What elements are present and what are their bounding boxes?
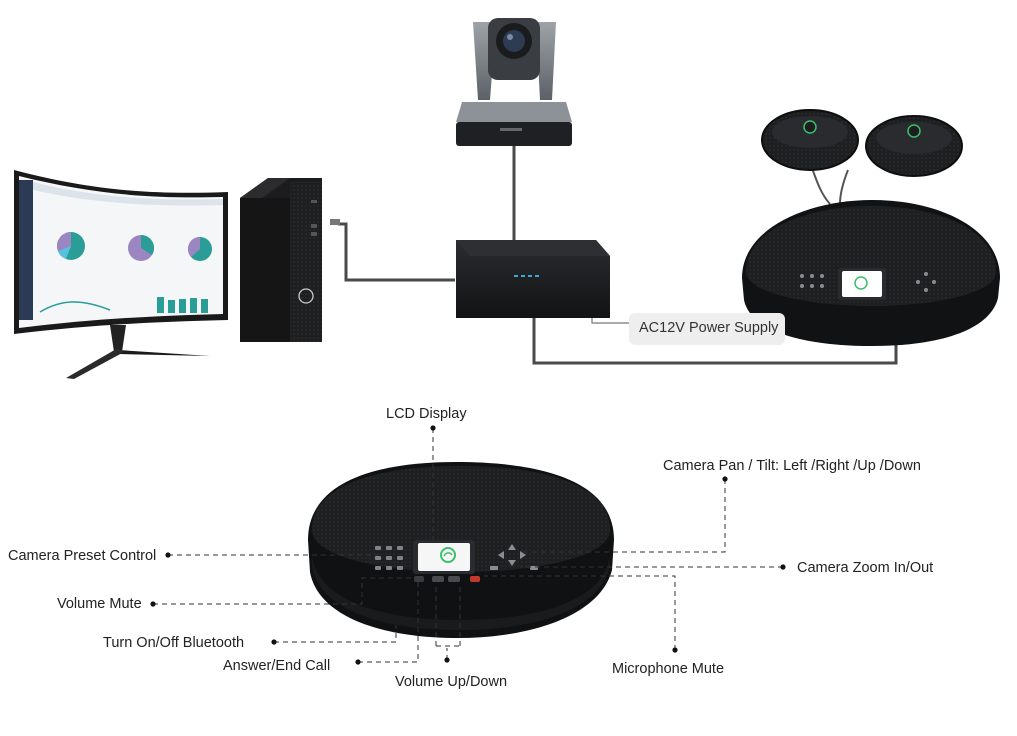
pie-chart-icon-3 xyxy=(187,236,212,261)
callout-dots xyxy=(150,425,786,665)
label-camera-zoom: Camera Zoom In/Out xyxy=(797,560,933,576)
pc-cable xyxy=(338,222,455,282)
monitor-icon xyxy=(14,170,228,379)
label-bluetooth: Turn On/Off Bluetooth xyxy=(103,635,244,651)
leader-bluetooth xyxy=(274,625,397,643)
leader-answer xyxy=(358,582,419,663)
pc-tower-icon xyxy=(240,178,340,342)
psu-cable xyxy=(591,318,630,324)
leader-volume-updown xyxy=(435,584,461,660)
bar-chart-icon xyxy=(157,297,208,313)
line-chart-icon xyxy=(39,301,111,313)
cables xyxy=(338,146,898,365)
label-microphone-mute: Microphone Mute xyxy=(612,661,724,677)
hub-box-icon xyxy=(456,240,610,318)
pie-chart-icon-2 xyxy=(128,234,155,261)
lcd-display-icon xyxy=(413,540,475,574)
label-volume-up-down: Volume Up/Down xyxy=(395,674,507,690)
ptz-camera-icon xyxy=(456,18,572,146)
expansion-mic-icon-2 xyxy=(865,115,963,177)
speakerphone-icon xyxy=(742,200,1000,346)
preset-keypad-icon xyxy=(375,546,403,570)
leader-volume-mute xyxy=(153,577,414,605)
mic-cable-1 xyxy=(811,167,831,205)
leader-pan-tilt xyxy=(520,479,726,553)
label-answer-end-call: Answer/End Call xyxy=(223,658,330,674)
bottom-buttons-icon xyxy=(414,576,480,582)
pie-chart-icon-1 xyxy=(57,232,85,260)
callout-leaders xyxy=(153,428,783,663)
label-camera-pan-tilt: Camera Pan / Tilt: Left /Right /Up /Down xyxy=(663,458,921,474)
label-camera-preset-control: Camera Preset Control xyxy=(8,548,156,564)
label-lcd-display: LCD Display xyxy=(386,406,467,422)
power-supply-label: AC12V Power Supply xyxy=(639,320,779,336)
expansion-mic-icon xyxy=(761,109,859,171)
label-volume-mute: Volume Mute xyxy=(57,596,142,612)
leader-mic-mute xyxy=(484,575,676,650)
power-supply-box xyxy=(629,313,785,345)
speakerphone-detail-icon xyxy=(308,462,614,638)
speaker-cable xyxy=(532,318,898,365)
mic-cable-2 xyxy=(839,169,849,205)
